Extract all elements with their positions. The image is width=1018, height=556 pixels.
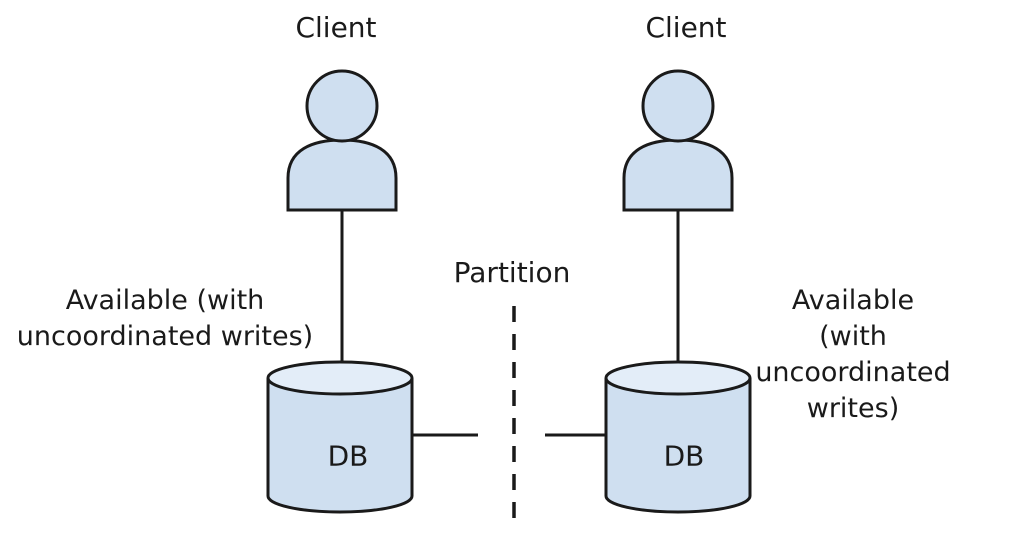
right-client-person-icon — [622, 69, 734, 212]
left-client-person-icon — [286, 69, 398, 212]
right-availability-label: Available (with uncoordinated writes) — [755, 285, 951, 424]
left-db-icon — [266, 360, 414, 514]
right-db-icon — [604, 360, 752, 514]
left-client-label: Client — [295, 11, 377, 44]
right-client-label: Client — [645, 11, 727, 44]
right-client-group — [545, 69, 752, 514]
left-db-label: DB — [327, 439, 369, 473]
left-availability-label: Available (with uncoordinated writes) — [16, 285, 314, 352]
right-db-label: DB — [663, 439, 705, 473]
partition-label: Partition — [453, 256, 571, 289]
left-client-group — [266, 69, 478, 514]
